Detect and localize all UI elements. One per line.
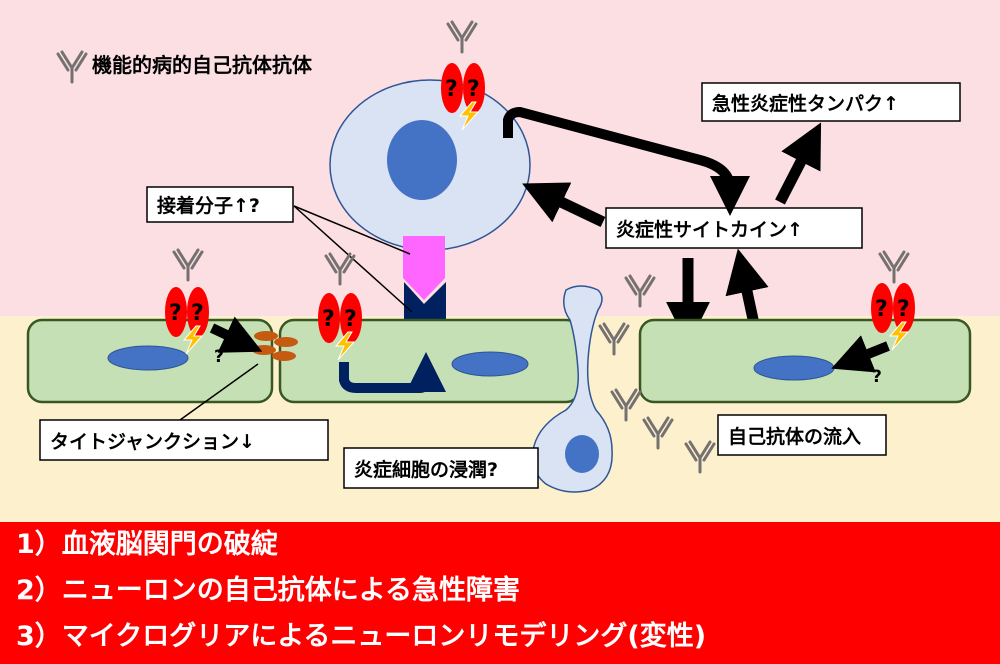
- middle-cell-autoantibody-receptor: ? ?: [318, 252, 362, 361]
- arrow-cytokine-to-acute-protein: [775, 122, 822, 205]
- autoantibody-influx-box: [717, 414, 887, 456]
- question-mark: ?: [872, 367, 882, 387]
- endothelial-nucleus-right: [753, 355, 835, 381]
- infiltration-box: [343, 447, 539, 489]
- tight-junction-pointer-line: [179, 363, 259, 421]
- migrating-cell-nucleus: [565, 435, 599, 473]
- autoantibody-influx-label: 自己抗体の流入: [728, 425, 861, 448]
- right-cell-autoantibody-receptor: ? ?: [871, 250, 915, 351]
- question-mark: ?: [875, 297, 888, 322]
- tight-junction-label: タイトジャンクション↓: [50, 431, 255, 453]
- cytokine-label: 炎症性サイトカイン↑: [616, 218, 803, 241]
- infiltration-label: 炎症細胞の浸潤?: [354, 458, 498, 481]
- question-mark: ?: [169, 301, 182, 326]
- conclusion-1: 1）血液脳関門の破綻: [16, 529, 278, 560]
- question-mark: ?: [214, 347, 224, 367]
- adhesion-label: 接着分子↑?: [157, 194, 260, 217]
- left-cell-autoantibody-receptor: ? ?: [165, 248, 209, 355]
- acute-protein-box: [701, 82, 961, 122]
- conclusion-3: 3）マイクログリアによるニューロンリモデリング(変性): [16, 621, 707, 652]
- immune-cell-autoantibody-receptor: ? ?: [441, 20, 485, 131]
- acute-protein-label: 急性炎症性タンパク↑: [712, 92, 899, 115]
- question-mark: ?: [191, 301, 204, 326]
- curved-arrow-to-cytokine: [503, 106, 750, 216]
- adhesion-box: [146, 186, 294, 223]
- endothelial-nucleus-middle: [451, 351, 529, 377]
- arrow-to-adhesion-molecule: [339, 352, 446, 393]
- question-mark: ?: [322, 307, 335, 332]
- arrow-to-tight-junction: [209, 316, 263, 353]
- question-mark: ?: [897, 297, 910, 322]
- adhesion-pointer-line: [293, 205, 411, 255]
- question-mark: ?: [445, 77, 458, 102]
- immune-cell-nucleus: [387, 120, 457, 200]
- arrow-to-right-nucleus: [831, 335, 890, 373]
- tight-junction-box: [39, 419, 329, 461]
- question-mark: ?: [467, 77, 480, 102]
- arrow-cytokine-to-immune-cell: [522, 182, 606, 227]
- question-mark: ?: [344, 307, 357, 332]
- legend-label: 機能的病的自己抗体抗体: [92, 53, 313, 77]
- endothelial-nucleus-left: [107, 345, 189, 371]
- adhesion-molecule-magenta: [403, 236, 445, 300]
- conclusions-banner: 1）血液脳関門の破綻 2）ニューロンの自己抗体による急性障害 3）マイクログリア…: [0, 522, 1000, 664]
- conclusion-2: 2）ニューロンの自己抗体による急性障害: [16, 575, 520, 606]
